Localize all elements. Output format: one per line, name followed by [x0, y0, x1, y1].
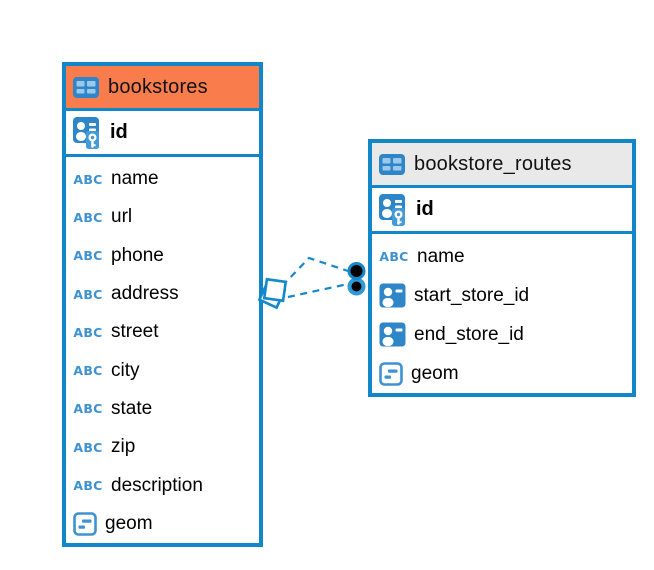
table-title: bookstore_routes	[414, 152, 572, 175]
fk-relationship-lines[interactable]	[281, 256, 349, 299]
column-row[interactable]: ABC url	[66, 198, 259, 236]
table-bookstores-header[interactable]: bookstores	[66, 66, 259, 111]
column-row[interactable]: ABC phone	[66, 237, 259, 275]
column-name: name	[417, 245, 465, 267]
column-name: phone	[111, 244, 164, 266]
text-type-icon: ABC	[73, 478, 103, 494]
text-type-icon: ABC	[73, 248, 103, 264]
table-bookstores[interactable]: bookstores id ABC name ABC url ABC phone	[62, 62, 263, 547]
column-name: address	[111, 283, 179, 305]
table-bookstore-routes-header[interactable]: bookstore_routes	[372, 143, 632, 188]
column-row-id[interactable]: id	[66, 111, 259, 157]
column-row[interactable]: ABC zip	[66, 428, 259, 466]
column-name: name	[111, 168, 159, 190]
column-name: street	[111, 321, 159, 343]
table-title: bookstores	[108, 75, 208, 98]
relationship-source-diamond[interactable]	[257, 277, 288, 310]
table-icon	[379, 153, 405, 175]
primary-key-icon	[73, 117, 99, 149]
column-name: url	[111, 206, 133, 228]
column-name: description	[111, 474, 203, 496]
column-name: geom	[411, 362, 459, 384]
column-row[interactable]: end_store_id	[372, 315, 632, 354]
text-type-icon: ABC	[73, 324, 103, 340]
relationship-target-dots[interactable]	[347, 262, 366, 296]
column-row-id[interactable]: id	[372, 188, 632, 234]
column-name: city	[111, 359, 140, 381]
column-row[interactable]: ABC state	[66, 390, 259, 428]
column-row[interactable]: ABC street	[66, 313, 259, 351]
column-name: zip	[111, 436, 136, 458]
column-name: end_store_id	[414, 323, 524, 345]
text-type-icon: ABC	[73, 439, 103, 455]
column-name: id	[416, 198, 434, 220]
text-type-icon: ABC	[379, 249, 409, 264]
column-row[interactable]: geom	[372, 354, 632, 393]
text-type-icon: ABC	[73, 286, 103, 302]
column-row[interactable]: geom	[66, 505, 259, 543]
column-row[interactable]: ABC city	[66, 351, 259, 389]
column-row[interactable]: ABC address	[66, 275, 259, 313]
column-name: geom	[105, 512, 153, 534]
column-name: id	[110, 121, 128, 143]
column-name: state	[111, 397, 153, 419]
column-row[interactable]: ABC name	[66, 160, 259, 198]
primary-key-icon	[379, 194, 405, 226]
geometry-type-icon	[73, 512, 97, 536]
text-type-icon: ABC	[73, 209, 103, 225]
column-name: start_store_id	[414, 284, 530, 306]
geometry-type-icon	[379, 361, 403, 386]
table-bookstore-routes[interactable]: bookstore_routes id ABC name	[368, 139, 636, 397]
column-row[interactable]: ABC name	[372, 237, 632, 276]
column-row[interactable]: start_store_id	[372, 276, 632, 315]
column-row[interactable]: ABC description	[66, 466, 259, 504]
reference-type-icon	[379, 322, 406, 347]
text-type-icon: ABC	[73, 401, 103, 417]
text-type-icon: ABC	[73, 363, 103, 379]
table-icon	[73, 76, 99, 98]
reference-type-icon	[379, 283, 406, 308]
text-type-icon: ABC	[73, 171, 103, 187]
